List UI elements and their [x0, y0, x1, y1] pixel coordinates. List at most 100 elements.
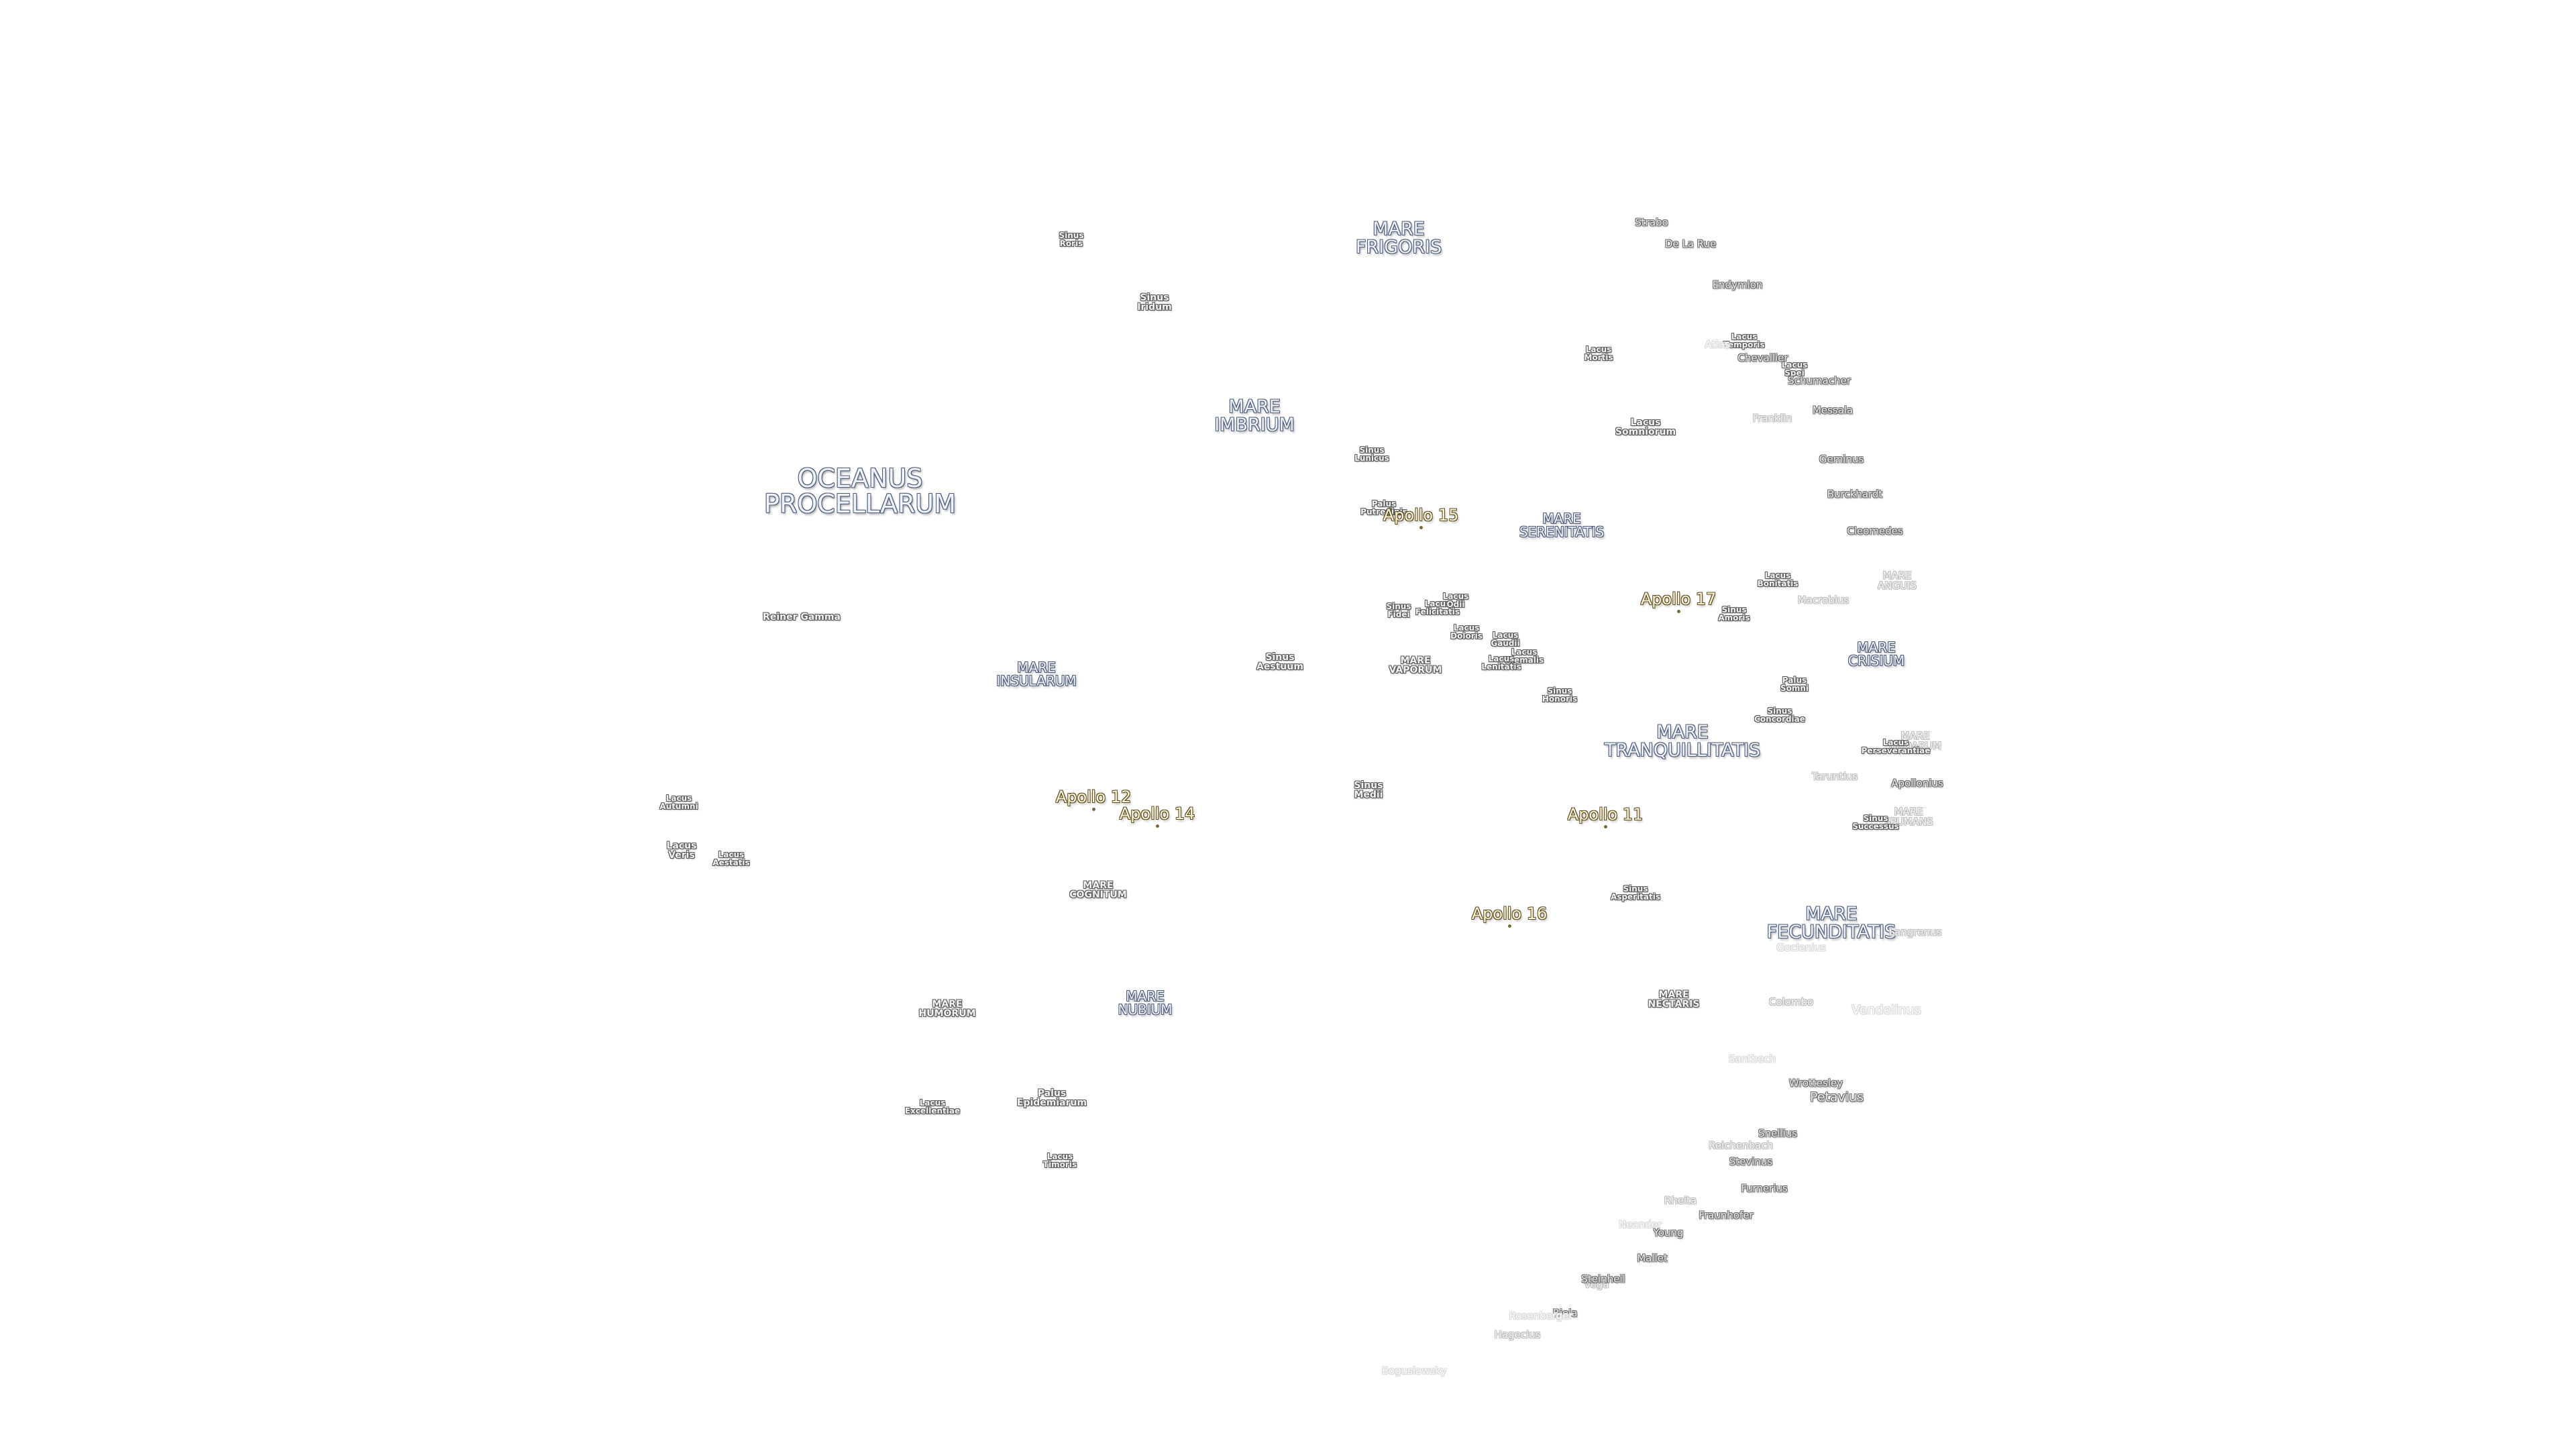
landing-site-apollo-17[interactable]: Apollo 17 [1640, 590, 1717, 608]
label-boguslawsky: Boguslawsky [1382, 1366, 1447, 1377]
label-line: Sinus [1386, 602, 1411, 611]
label-petavius: Petavius [1810, 1091, 1864, 1104]
label-line: Hagecius [1494, 1328, 1541, 1341]
label-line: Lacus [1488, 654, 1515, 663]
label-line: FRIGORIS [1355, 237, 1442, 258]
landing-site-apollo-15[interactable]: Apollo 15 [1383, 506, 1459, 525]
label-line: Lacus [1585, 345, 1612, 354]
label-line: IMBRIUM [1214, 415, 1295, 435]
label-line: Putredinis [1360, 507, 1407, 517]
label-line: Lacus [1882, 738, 1909, 747]
label-line: SERENITATIS [1519, 524, 1605, 540]
label-line: MARE [932, 999, 963, 1010]
label-line: Lacus [1046, 1152, 1073, 1161]
landing-site-apollo-16[interactable]: Apollo 16 [1471, 904, 1548, 923]
label-line: Messala [1812, 404, 1854, 417]
label-endymion: Endymion [1713, 280, 1763, 290]
label-line: Vendelinus [1851, 1002, 1921, 1018]
label-line: Temporis [1723, 340, 1765, 350]
label-line: MARE [1083, 880, 1114, 891]
label-line: Bonitatis [1757, 579, 1799, 588]
label-line: Lacus [1442, 592, 1469, 601]
label-line: NUBIUM [1118, 1002, 1173, 1018]
label-line: MARE [1228, 396, 1281, 417]
label-schumacher: Schumacher [1788, 376, 1851, 386]
label-macrobius: Macrobius [1798, 595, 1849, 606]
label-line: MARE [1658, 989, 1689, 1000]
label-line: MARE [1373, 219, 1425, 239]
label-hagecius: Hagecius [1495, 1330, 1541, 1340]
label-line: Lacus [1630, 417, 1661, 428]
label-line: Sinus [1863, 814, 1888, 823]
label-line: Amoris [1718, 613, 1750, 623]
label-line: PROCELLARUM [764, 489, 956, 519]
label-line: Rosenberger [1509, 1309, 1573, 1322]
label-line: Lacus [1764, 571, 1791, 580]
label-reichenbach: Reichenbach [1708, 1139, 1774, 1152]
label-biela: Biela [1552, 1308, 1577, 1319]
label-atlas: Atlas [1705, 339, 1729, 350]
label-line: HUMORUM [918, 1008, 976, 1019]
label-line: Chevallier [1737, 352, 1788, 364]
label-line: Sinus [1354, 780, 1383, 791]
label-line: Concordiae [1754, 714, 1805, 724]
label-line: Langrenus [1888, 926, 1942, 938]
label-line: Fraunhofer [1699, 1209, 1754, 1222]
label-line: Lacus [1453, 623, 1480, 633]
label-line: Lacus [665, 794, 692, 803]
label-cleomedes: Cleomedes [1847, 526, 1902, 537]
label-line: Successus [1852, 822, 1899, 831]
label-line: Geminus [1819, 453, 1864, 466]
landing-site-marker-icon [1508, 924, 1511, 928]
label-line: Sinus [1359, 445, 1385, 455]
label-line: Lacus [1424, 599, 1451, 608]
label-chevallier: Chevallier [1737, 352, 1788, 364]
label-line: Medii [1354, 790, 1383, 800]
landing-site-apollo-11[interactable]: Apollo 11 [1567, 805, 1644, 824]
label-line: Reiner Gamma [763, 612, 841, 623]
label-line: Lacus [1731, 332, 1758, 341]
label-line: VAPORUM [1389, 665, 1442, 676]
label-line: Petavius [1809, 1089, 1864, 1105]
label-langrenus: Langrenus [1888, 926, 1942, 938]
label-line: Santbech [1728, 1053, 1776, 1065]
label-line: Franklin [1752, 412, 1792, 425]
label-line: Apollonius [1891, 777, 1943, 790]
landing-site-apollo-12[interactable]: Apollo 12 [1055, 788, 1132, 806]
label-santbech: Santbech [1728, 1053, 1776, 1065]
label-line: MARE [1542, 511, 1581, 527]
label-line: Endymion [1712, 278, 1763, 291]
label-line: Sinus [1547, 686, 1572, 696]
label-line: Lacus [666, 841, 697, 851]
landing-site-marker-icon [1092, 808, 1095, 811]
label-line: Sinus [1767, 706, 1792, 716]
label-franklin: Franklin [1752, 412, 1792, 425]
label-line: Sinus [1265, 652, 1295, 663]
label-line: Reichenbach [1708, 1139, 1774, 1152]
landing-site-apollo-14[interactable]: Apollo 14 [1119, 804, 1195, 823]
label-line: Lunicus [1354, 453, 1389, 463]
label-line: Excellentiae [904, 1106, 961, 1116]
landing-site-marker-icon [1604, 825, 1607, 828]
landing-site-marker-icon [1156, 824, 1159, 828]
label-line: Sinus [1623, 884, 1648, 894]
